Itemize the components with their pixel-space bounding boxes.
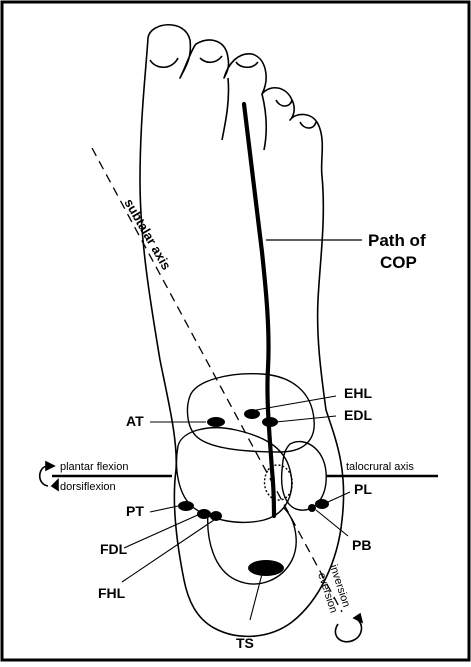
subtalar-axis-label: subtalar axis (121, 196, 174, 272)
plantar-dorsi-rotation-icon (38, 460, 59, 492)
pt-label: PT (126, 503, 144, 519)
fhl-tendon-dot (210, 511, 222, 521)
talocrural-axis-label: talocrural axis (346, 461, 414, 473)
pt-tendon-dot (178, 501, 194, 511)
pl-tendon-dot (315, 499, 329, 509)
fdl-label: FDL (100, 541, 128, 557)
fdl-tendon-dot (197, 509, 211, 519)
edl-label: EDL (344, 407, 372, 423)
tendon-markers (178, 409, 329, 576)
cop-path-line (241, 101, 277, 519)
at-label: AT (126, 413, 144, 429)
ts-label: TS (236, 635, 254, 651)
foot-outline (139, 24, 345, 638)
plantar-flexion-label: plantar flexion (60, 461, 129, 473)
fhl-label: FHL (98, 585, 126, 601)
dorsiflexion-label: dorsiflexion (60, 481, 116, 493)
ts-tendon-dot (248, 560, 284, 576)
ehl-tendon-dot (244, 409, 260, 419)
path-of-cop-label-2: COP (380, 253, 417, 272)
path-of-cop-label-1: Path of (368, 231, 426, 250)
ankle-bones (175, 372, 327, 585)
pl-label: PL (354, 481, 372, 497)
pb-tendon-dot (308, 504, 316, 512)
ehl-label: EHL (344, 385, 372, 401)
subtalar-axis-line (91, 147, 343, 613)
leader-lines (121, 395, 351, 621)
inversion-eversion-rotation-icon (334, 612, 364, 643)
pb-label: PB (352, 537, 371, 553)
edl-tendon-dot (262, 417, 278, 427)
at-tendon-dot (207, 417, 225, 427)
